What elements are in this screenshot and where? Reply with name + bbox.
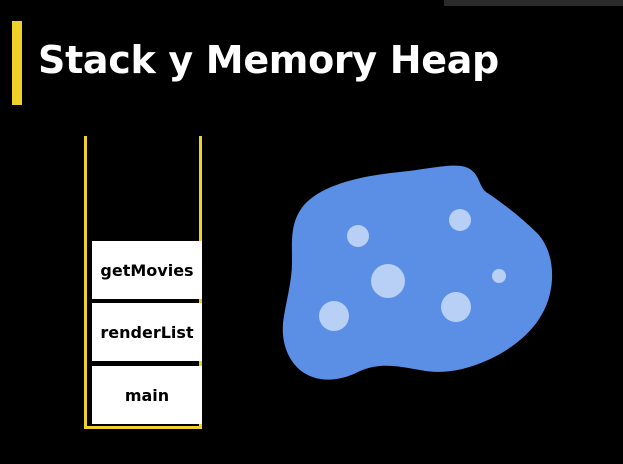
stack-frame-label: renderList <box>100 322 194 342</box>
heap-object <box>347 225 369 247</box>
heap-object <box>492 269 506 283</box>
heap-object <box>441 292 471 322</box>
title-accent-bar <box>12 21 22 105</box>
stack-frame-label: main <box>124 385 170 405</box>
stack-frame-label: getMovies <box>100 260 194 280</box>
heap-object <box>449 209 471 231</box>
stack-frame-main: main <box>92 366 202 424</box>
top-edge-strip <box>444 0 623 6</box>
heap-object <box>319 301 349 331</box>
heap-object <box>371 264 405 298</box>
stack-frame-getmovies: getMovies <box>92 241 202 299</box>
memory-heap-blob <box>282 165 553 380</box>
stack-frame-renderlist: renderList <box>92 303 202 361</box>
slide-title: Stack y Memory Heap <box>38 38 499 82</box>
